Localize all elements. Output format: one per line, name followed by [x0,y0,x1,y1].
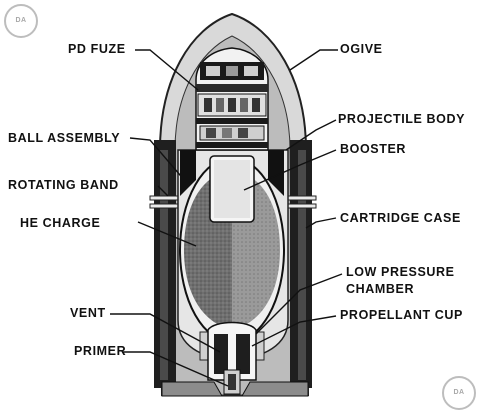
primer [161,369,309,397]
leader-projectile-body [285,119,337,151]
watermark-stamp-bottom-right: DA [442,376,476,410]
leader-pd-fuze [135,49,199,91]
leader-ball-assembly [129,137,187,183]
label-booster: BOOSTER [340,142,407,156]
label-low-pressure-line2: CHAMBER [346,282,415,296]
label-primer: PRIMER [74,344,127,358]
label-low-pressure-line1: LOW PRESSURE [346,265,455,279]
label-rotating-band: ROTATING BAND [8,178,119,192]
label-cartridge-case: CARTRIDGE CASE [340,211,461,225]
pd-fuze [195,47,269,151]
label-vent: VENT [70,306,106,320]
leader-he-charge [137,221,197,247]
leader-booster [243,149,337,191]
label-he-charge: HE CHARGE [20,216,101,230]
leader-rotating-band [157,185,169,197]
label-projectile-body: PROJECTILE BODY [338,112,466,126]
he-charge [179,157,285,343]
leader-primer [122,351,229,387]
label-propellant-cup: PROPELLANT CUP [340,308,463,322]
leader-cartridge-case [305,217,337,229]
leader-lines [110,49,343,387]
leader-low-pressure-chamber [255,273,343,335]
booster [209,155,255,223]
leader-propellant-cup [251,315,337,347]
label-ogive: OGIVE [340,42,383,56]
leader-ogive [289,49,338,71]
leader-vent [110,313,221,353]
watermark-stamp-top-left: DA [4,4,38,38]
cartridge-case-walls [154,140,312,388]
ball-assembly [180,150,284,196]
low-pressure-chamber [199,321,265,381]
label-ball-assembly: BALL ASSEMBLY [8,131,121,145]
label-pd-fuze: PD FUZE [68,42,126,56]
